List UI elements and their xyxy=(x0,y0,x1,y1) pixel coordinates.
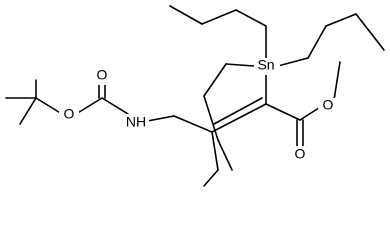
atom-oxygen-carbamate-carbonyl: O xyxy=(97,67,108,83)
bond-carbonyl-nh xyxy=(101,97,129,115)
bond-butyl-left-2 xyxy=(203,63,227,97)
butyl-chain-right xyxy=(277,13,385,67)
label-bg-sn xyxy=(254,58,280,75)
bond-ethyl-ch3 xyxy=(203,169,219,187)
atom-tin: Sn xyxy=(257,57,274,73)
chemical-structure: O O NH Sn O O xyxy=(5,5,385,187)
bond-butyl-left-3 xyxy=(203,95,219,141)
ethyl-group xyxy=(203,131,219,187)
bond-butyl-left-1 xyxy=(225,63,255,67)
atom-labels: O O NH Sn O O xyxy=(59,57,338,163)
bond-butyl-right-2 xyxy=(307,25,327,59)
label-bg-o-ester xyxy=(318,98,338,115)
bond-alkene-double-a xyxy=(211,103,267,133)
bond-butyl-left-4 xyxy=(217,139,233,171)
bond-butyl-top-2 xyxy=(235,9,267,27)
bond-alkene-double-b xyxy=(213,97,263,125)
label-bg-o-ester-carbonyl xyxy=(290,146,310,163)
bond-o-carbonyl-carbon xyxy=(75,97,103,115)
atom-oxygen-ester-ether: O xyxy=(323,97,334,113)
bond-butyl-right-3 xyxy=(325,13,357,27)
alkene-backbone xyxy=(173,73,301,133)
label-bg-o-ether xyxy=(59,106,79,123)
tert-butyl-group xyxy=(5,79,63,125)
bond-butyl-right-4 xyxy=(355,13,385,51)
bond-tbu-o xyxy=(35,97,63,115)
atom-oxygen-carbamate-ether: O xyxy=(64,106,75,122)
bond-ester-o-methyl xyxy=(333,61,341,101)
bond-alkene-c2-ester-carbon xyxy=(265,103,301,121)
atom-oxygen-ester-carbonyl: O xyxy=(295,146,306,162)
bond-tbu-methyl-bottom xyxy=(19,97,37,125)
bond-butyl-right-1 xyxy=(277,57,309,67)
bond-ch2-alkene-c1 xyxy=(173,115,213,133)
label-bg-o-carbonyl xyxy=(92,68,112,85)
butyl-chain-left xyxy=(203,63,255,171)
bond-butyl-top-3 xyxy=(201,9,237,25)
atom-nitrogen-nh: NH xyxy=(126,114,146,130)
bond-butyl-top-4 xyxy=(169,5,203,25)
label-bg-nh xyxy=(123,114,149,131)
bond-ethyl-ch2 xyxy=(211,131,219,171)
butyl-chain-top xyxy=(169,5,267,59)
